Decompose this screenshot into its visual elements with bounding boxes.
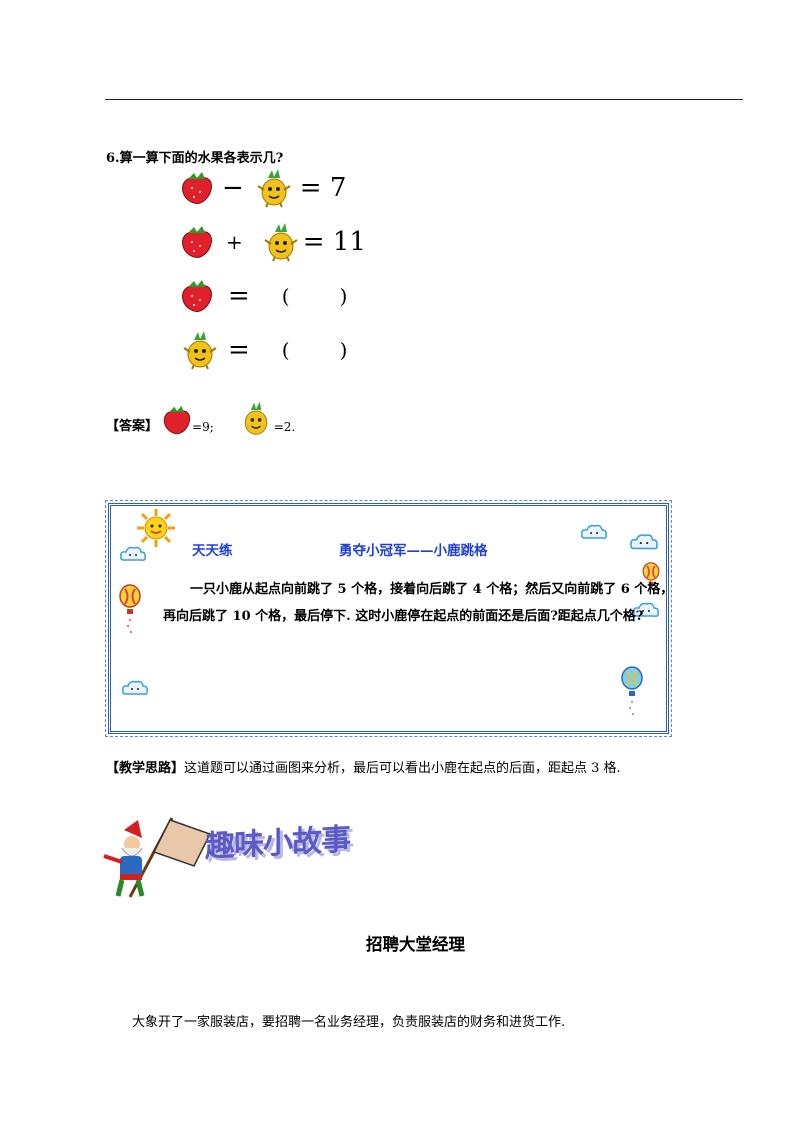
strawberry-icon bbox=[182, 280, 212, 312]
balloon-icon bbox=[642, 562, 660, 586]
teaching-approach: 【教学思路】这道题可以通过画图来分析，最后可以看出小鹿在起点的后面，距起点 3 … bbox=[106, 757, 621, 776]
cloud-icon bbox=[122, 680, 148, 695]
equation-1: − = 7 bbox=[180, 168, 346, 208]
strawberry-icon bbox=[163, 405, 191, 435]
equation-4: = ( ) bbox=[180, 330, 347, 370]
equals-sign: = bbox=[228, 281, 250, 311]
sun-icon bbox=[137, 509, 175, 547]
pineapple-icon bbox=[244, 401, 267, 435]
pineapple-icon bbox=[264, 223, 298, 262]
plus-sign: + bbox=[226, 230, 243, 254]
strawberry-icon bbox=[182, 172, 212, 204]
open-paren: ( bbox=[281, 338, 290, 362]
header-rule bbox=[105, 99, 743, 100]
minus-sign: − bbox=[222, 173, 244, 203]
eq1-result: = 7 bbox=[299, 173, 347, 203]
practice-text-line-1: 一只小鹿从起点向前跳了 5 个格，接着向后跳了 4 个格；然后又向前跳了 6 个… bbox=[190, 582, 674, 597]
teaching-text: 这道题可以通过画图来分析，最后可以看出小鹿在起点的后面，距起点 3 格. bbox=[184, 761, 621, 776]
eq2-result: = 11 bbox=[302, 227, 366, 257]
teaching-label: 【教学思路】 bbox=[106, 761, 185, 776]
equals-sign: = bbox=[228, 335, 250, 365]
practice-subtitle: 勇夺小冠军——小鹿跳格 bbox=[339, 543, 488, 559]
cloud-icon bbox=[120, 546, 146, 561]
close-paren: ) bbox=[339, 284, 348, 308]
story-banner: 趣味小故事 bbox=[205, 822, 350, 865]
story-title: 招聘大堂经理 bbox=[366, 935, 465, 954]
strawberry-icon bbox=[182, 226, 212, 258]
strawberry-value: =9; bbox=[192, 420, 214, 434]
practice-text-line-2: 再向后跳了 10 个格，最后停下. 这时小鹿停在起点的前面还是后面?距起点几个格… bbox=[163, 609, 644, 624]
balloon-icon bbox=[621, 666, 643, 716]
cloud-icon bbox=[581, 524, 607, 539]
gnome-with-flag-icon bbox=[103, 817, 212, 898]
story-text: 大象开了一家服装店，要招聘一名业务经理，负责服装店的财务和进货工作. bbox=[132, 1015, 566, 1030]
answer-label: 【答案】 bbox=[106, 419, 159, 434]
practice-title: 天天练 bbox=[192, 543, 233, 559]
open-paren: ( bbox=[281, 284, 290, 308]
practice-box bbox=[105, 500, 672, 737]
pineapple-icon bbox=[257, 169, 291, 208]
question-title: 6.算一算下面的水果各表示几? bbox=[106, 151, 284, 166]
cloud-icon bbox=[633, 602, 659, 617]
balloon-icon bbox=[119, 584, 141, 634]
close-paren: ) bbox=[339, 338, 348, 362]
equation-2: + = 11 bbox=[180, 222, 366, 262]
answer-line: 【答案】 =9; =2. bbox=[106, 398, 301, 440]
pineapple-value: =2. bbox=[273, 420, 296, 434]
pineapple-icon bbox=[183, 331, 217, 370]
cloud-icon bbox=[630, 534, 658, 550]
equation-3: = ( ) bbox=[180, 276, 347, 316]
